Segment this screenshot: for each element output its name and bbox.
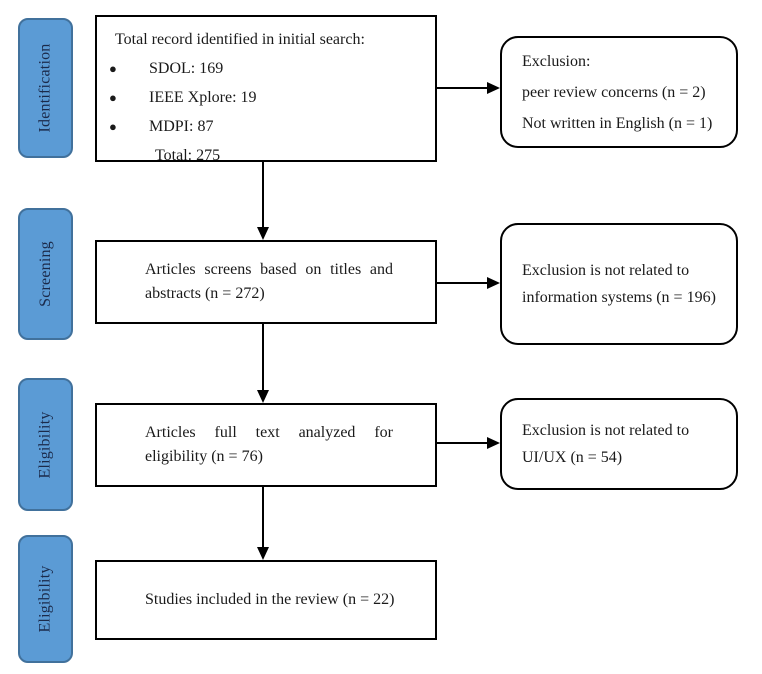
source-sdol-label: SDOL: 169 [149,60,224,77]
arrow-down-eligibility-to-included [257,487,269,560]
source-ieee-label: IEEE Xplore: 19 [149,89,257,106]
bullet-icon: ● [109,61,117,76]
source-item-ieee: ● IEEE Xplore: 19 [109,83,421,112]
bullet-icon: ● [109,90,117,105]
initial-search-title: Total record identified in initial searc… [115,31,365,48]
stage-identification: Identification [18,18,73,158]
arrow-right-screening-exclusion [437,277,500,289]
stage-eligibility-label: Eligibility [36,410,54,479]
titles-abstracts-screen-text: Articles screens based on titles and abs… [145,261,393,302]
exclusion-screening-box: Exclusion is not related to information … [500,223,738,345]
stage-eligibility: Eligibility [18,378,73,511]
source-item-mdpi: ● MDPI: 87 [109,112,421,141]
stage-identification-label: Identification [36,43,54,133]
exclusion-identification-box: Exclusion: peer review concerns (n = 2) … [500,36,738,148]
stage-screening: Screening [18,208,73,340]
exclusion-language-line: Not written in English (n = 1) [522,114,713,132]
exclusion-screening-text: Exclusion is not related to information … [522,262,716,306]
arrow-down-screening-to-eligibility [257,324,269,403]
titles-abstracts-screen-box: Articles screens based on titles and abs… [95,240,437,324]
source-mdpi-label: MDPI: 87 [149,118,214,135]
arrow-right-identification-exclusion [437,82,500,94]
arrow-right-eligibility-exclusion [437,437,500,449]
exclusion-heading: Exclusion: [522,52,591,70]
exclusion-eligibility-box: Exclusion is not related to UI/UX (n = 5… [500,398,738,490]
included-studies-box: Studies included in the review (n = 22) [95,560,437,640]
stage-screening-label: Screening [36,241,54,307]
exclusion-peer-review-line: peer review concerns (n = 2) [522,83,706,101]
arrow-down-identification-to-screening [257,162,269,240]
initial-search-box: Total record identified in initial searc… [95,15,437,164]
stage-included: Eligibility [18,535,73,663]
exclusion-eligibility-text: Exclusion is not related to UI/UX (n = 5… [522,422,690,466]
bullet-icon: ● [109,119,117,134]
included-studies-text: Studies included in the review (n = 22) [145,591,395,608]
source-item-sdol: ● SDOL: 169 [109,54,421,83]
total-records-label: Total: 275 [155,147,221,164]
stage-included-label: Eligibility [36,565,54,633]
fulltext-analysis-box: Articles full text analyzed for eligibil… [95,403,437,487]
fulltext-analysis-text: Articles full text analyzed for eligibil… [145,424,393,465]
